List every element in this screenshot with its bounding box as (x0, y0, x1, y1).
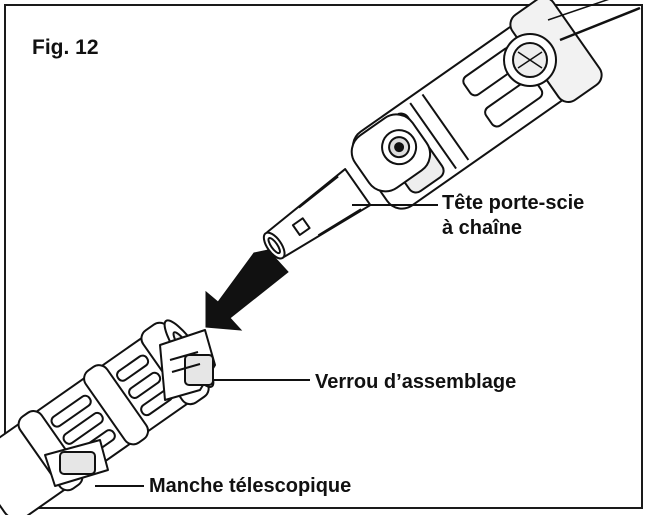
assembly-lock (159, 329, 216, 401)
figure-title: Fig. 12 (32, 36, 99, 59)
handle-clip (44, 439, 109, 487)
label-assembly-lock: Verrou d’assemblage (315, 371, 517, 393)
label-telescopic-handle: Manche télescopique (149, 475, 352, 497)
tension-knob (503, 33, 557, 87)
chainsaw-head (262, 0, 641, 260)
telescopic-handle (0, 319, 216, 515)
label-chainsaw-head: Tête porte-scie à chaîne (442, 191, 584, 241)
label-chainsaw-head-line2: à chaîne (442, 217, 523, 239)
direction-arrow (205, 249, 289, 331)
label-chainsaw-head-line1: Tête porte-scie (442, 192, 585, 214)
